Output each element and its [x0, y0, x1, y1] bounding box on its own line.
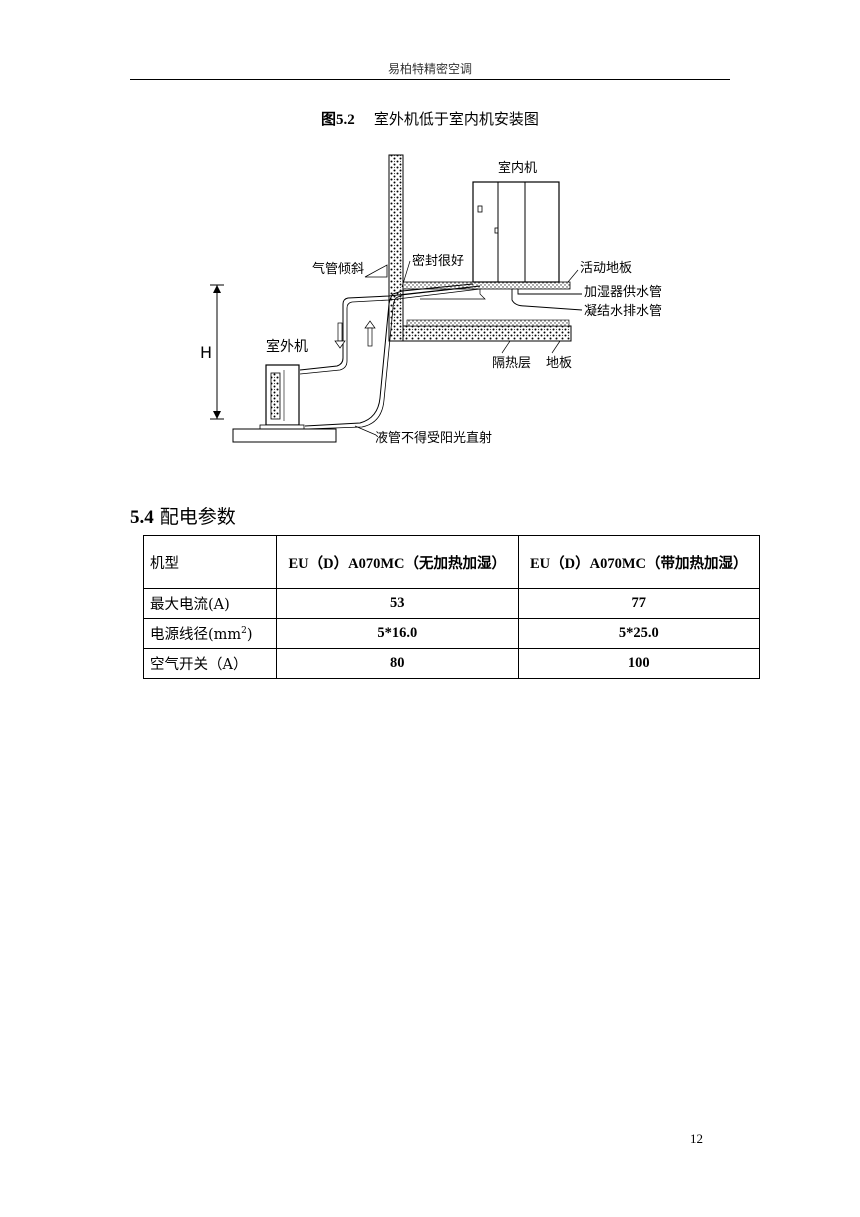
row-value-no-heating: 53	[276, 588, 519, 619]
row-label: 电源线径(mm2)	[143, 618, 277, 649]
table-row: 最大电流(A) 53 77	[143, 588, 760, 619]
building-wall	[388, 154, 404, 342]
label-floor: 地板	[546, 356, 572, 371]
figure-caption: 图5.2 室外机低于室内机安装图	[130, 108, 730, 129]
gas-pipe	[299, 285, 481, 371]
power-parameters-table: 机型 EU（D）A070MC（无加热加湿） EU（D）A070MC（带加热加湿）…	[143, 535, 760, 679]
insulation-layer	[406, 319, 570, 327]
label-insulation-layer: 隔热层	[492, 356, 531, 371]
humidifier-supply-pipe	[517, 289, 582, 295]
liquid-pipe-inner	[304, 286, 474, 430]
label-outdoor-unit: 室外机	[266, 338, 308, 355]
header-model-no-heating: EU（D）A070MC（无加热加湿）	[276, 535, 519, 589]
indoor-unit	[472, 181, 560, 283]
floor-slab	[402, 325, 572, 342]
row-label: 最大电流(A)	[143, 588, 277, 619]
liquid-pipe	[304, 283, 474, 427]
label-raised-floor: 活动地板	[580, 261, 632, 276]
height-dimension	[210, 284, 224, 420]
figure-number: 图5.2	[321, 112, 355, 128]
section-number: 5.4	[130, 507, 154, 528]
row-value-with-heating: 100	[517, 648, 760, 679]
section-title: 配电参数	[159, 506, 236, 528]
page-number: 12	[690, 1131, 703, 1146]
row-value-no-heating: 80	[276, 648, 519, 679]
row-value-with-heating: 5*25.0	[517, 618, 760, 649]
flow-arrow-down	[334, 322, 346, 349]
row-label: 空气开关（A）	[143, 648, 277, 679]
label-seal: 密封很好	[412, 253, 464, 269]
table-row: 电源线径(mm2) 5*16.0 5*25.0	[143, 618, 760, 649]
figure-title: 室外机低于室内机安装图	[373, 110, 539, 128]
flow-arrow-up	[364, 320, 376, 347]
table-row: 空气开关（A） 80 100	[143, 648, 760, 679]
row-value-no-heating: 5*16.0	[276, 618, 519, 649]
label-humidifier-supply: 加湿器供水管	[584, 285, 662, 300]
outdoor-unit	[259, 364, 305, 430]
label-liquid-pipe-note: 液管不得受阳光直射	[375, 430, 492, 446]
label-indoor-unit: 室内机	[498, 160, 537, 176]
label-condensate-drain: 凝结水排水管	[584, 303, 662, 319]
label-gas-pipe-slope: 气管倾斜	[312, 261, 364, 277]
outdoor-base	[232, 428, 337, 443]
installation-diagram: 室内机 气管倾斜 密封很好 活动地板 加湿器供水管 凝结水排水管 隔热层 地板	[180, 148, 680, 458]
gas-pipe-inner	[299, 288, 481, 375]
row-value-with-heating: 77	[517, 588, 760, 619]
table-header-row: 机型 EU（D）A070MC（无加热加湿） EU（D）A070MC（带加热加湿）	[143, 535, 760, 589]
header-rule	[130, 79, 730, 80]
slope-marker	[364, 264, 388, 278]
condensate-drain-pipe	[511, 289, 583, 311]
header-model: 机型	[143, 535, 277, 589]
page-header: 易柏特精密空调	[387, 62, 472, 76]
header-model-with-heating: EU（D）A070MC（带加热加湿）	[517, 535, 760, 589]
label-height: H	[200, 343, 212, 362]
